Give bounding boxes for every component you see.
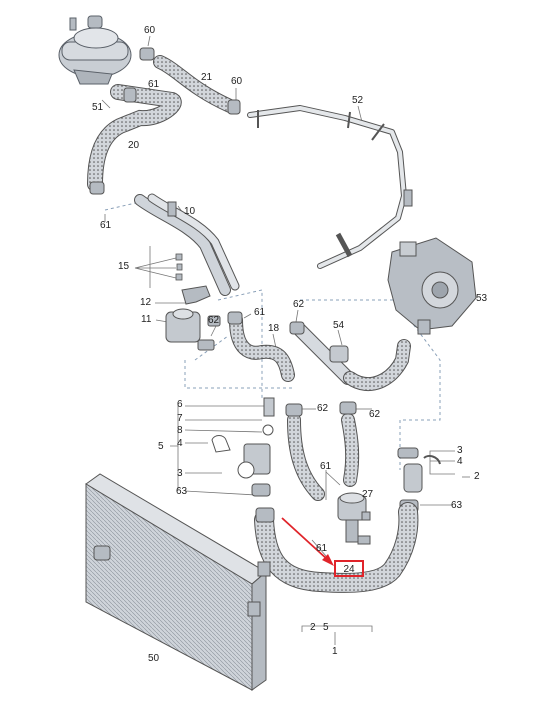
callout-51: 51 [92, 102, 104, 113]
callout-61-hose18: 61 [254, 307, 266, 318]
callout-62-valve: 62 [208, 315, 220, 326]
red-arrow [281, 517, 334, 566]
callout-5-left: 5 [158, 441, 164, 452]
callout-62-center-right: 62 [369, 409, 381, 420]
callout-61-left: 61 [100, 220, 112, 231]
callout-21: 21 [201, 72, 213, 83]
callout-50: 50 [148, 653, 160, 664]
callout-2-right: 2 [474, 471, 480, 482]
callout-1: 1 [332, 646, 338, 657]
callout-52: 52 [352, 95, 364, 106]
flange-fittings [211, 397, 275, 497]
hose-54 [289, 321, 411, 391]
callout-12: 12 [140, 297, 152, 308]
callout-62-center-left: 62 [317, 403, 329, 414]
callout-4-right: 4 [457, 456, 463, 467]
callout-27: 27 [362, 489, 374, 500]
hose-21 [139, 47, 241, 115]
callout-15: 15 [118, 261, 130, 272]
hose-1 [254, 502, 419, 593]
callout-5-bottom: 5 [323, 622, 329, 633]
callout-54: 54 [333, 320, 345, 331]
callout-11: 11 [141, 314, 152, 325]
callout-7: 7 [177, 413, 183, 424]
pump-53 [387, 237, 477, 335]
callout-8: 8 [177, 425, 183, 436]
callout-61-tank: 61 [148, 79, 160, 90]
valve-11 [165, 308, 221, 351]
callout-3-left: 3 [177, 468, 183, 479]
callout-61-thermostat: 61 [320, 461, 332, 472]
pipe-10 [134, 193, 240, 296]
callout-63-left: 63 [176, 486, 188, 497]
radiator-50 [85, 473, 271, 691]
callout-60-top: 60 [144, 25, 156, 36]
bracket-12 [181, 285, 211, 305]
right-fittings [397, 447, 441, 513]
callout-53: 53 [476, 293, 488, 304]
callout-18: 18 [268, 323, 280, 334]
callout-61-lower: 61 [316, 543, 328, 554]
hose-center-left [285, 403, 325, 501]
callout-63-right: 63 [451, 500, 463, 511]
hose-center-right [339, 401, 360, 487]
callout-24: 24 [343, 564, 355, 575]
pipe-52 [247, 105, 413, 269]
highlighted-part-callout: 24 [334, 560, 364, 577]
callout-4-left: 4 [177, 438, 183, 449]
callout-20: 20 [128, 140, 140, 151]
expansion-tank [58, 15, 132, 85]
callout-60-right: 60 [231, 76, 243, 87]
callout-62-hose54: 62 [293, 299, 305, 310]
thermostat-24 [337, 492, 371, 545]
callout-6: 6 [177, 399, 183, 410]
callout-2-bottom: 2 [310, 622, 316, 633]
hose-18 [227, 311, 295, 382]
bolts-15 [175, 253, 183, 281]
callout-3-right: 3 [457, 445, 463, 456]
hose-20 [87, 84, 182, 195]
callout-10: 10 [184, 206, 196, 217]
